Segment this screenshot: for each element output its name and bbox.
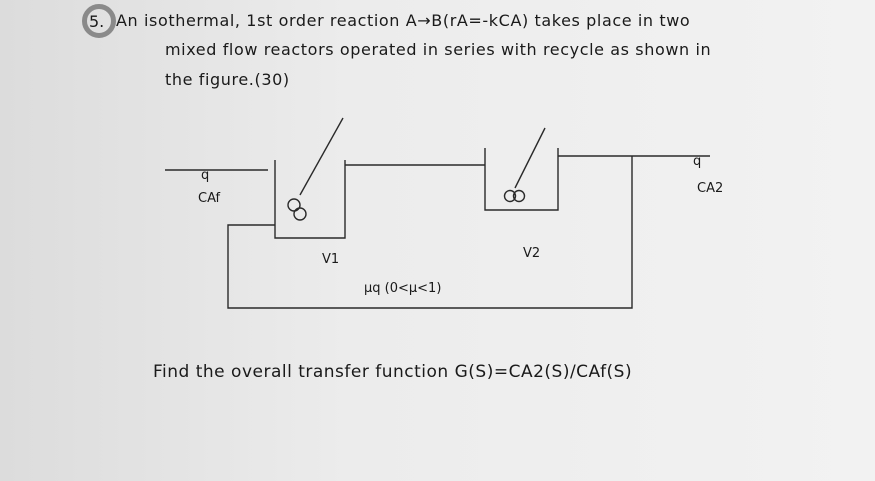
circle-highlight-mark	[82, 4, 116, 38]
reactor-2-stirrer-shaft	[514, 127, 546, 189]
outlet-flow-label: q	[693, 154, 701, 169]
reactor-2-impeller-right	[512, 189, 526, 203]
inlet-flow-label: q	[201, 168, 209, 183]
problem-text-line-1: An isothermal, 1st order reaction A→B(rA…	[116, 11, 691, 30]
problem-text-line-2: mixed flow reactors operated in series w…	[165, 40, 712, 59]
reactor-2-volume-label: V2	[523, 246, 540, 261]
inlet-concentration-label: CAf	[198, 191, 221, 206]
reactor-2-tank	[484, 148, 559, 211]
reactor-1-impeller-top	[287, 198, 301, 212]
outlet-concentration-label: CA2	[697, 181, 723, 196]
question-text: Find the overall transfer function G(S)=…	[153, 362, 633, 382]
reactor-1-stirrer-shaft	[299, 117, 344, 196]
problem-number: 5.	[89, 12, 105, 31]
reactor-1-tank	[274, 160, 346, 239]
reactor-2-impeller-left	[503, 189, 517, 203]
recycle-flow-label: μq (0<μ<1)	[364, 281, 441, 296]
recycle-stream-line	[227, 156, 633, 309]
reactor-1-volume-label: V1	[322, 252, 339, 267]
problem-text-line-3: the figure.(30)	[165, 70, 290, 89]
reactor-1-impeller-bottom	[293, 207, 307, 221]
